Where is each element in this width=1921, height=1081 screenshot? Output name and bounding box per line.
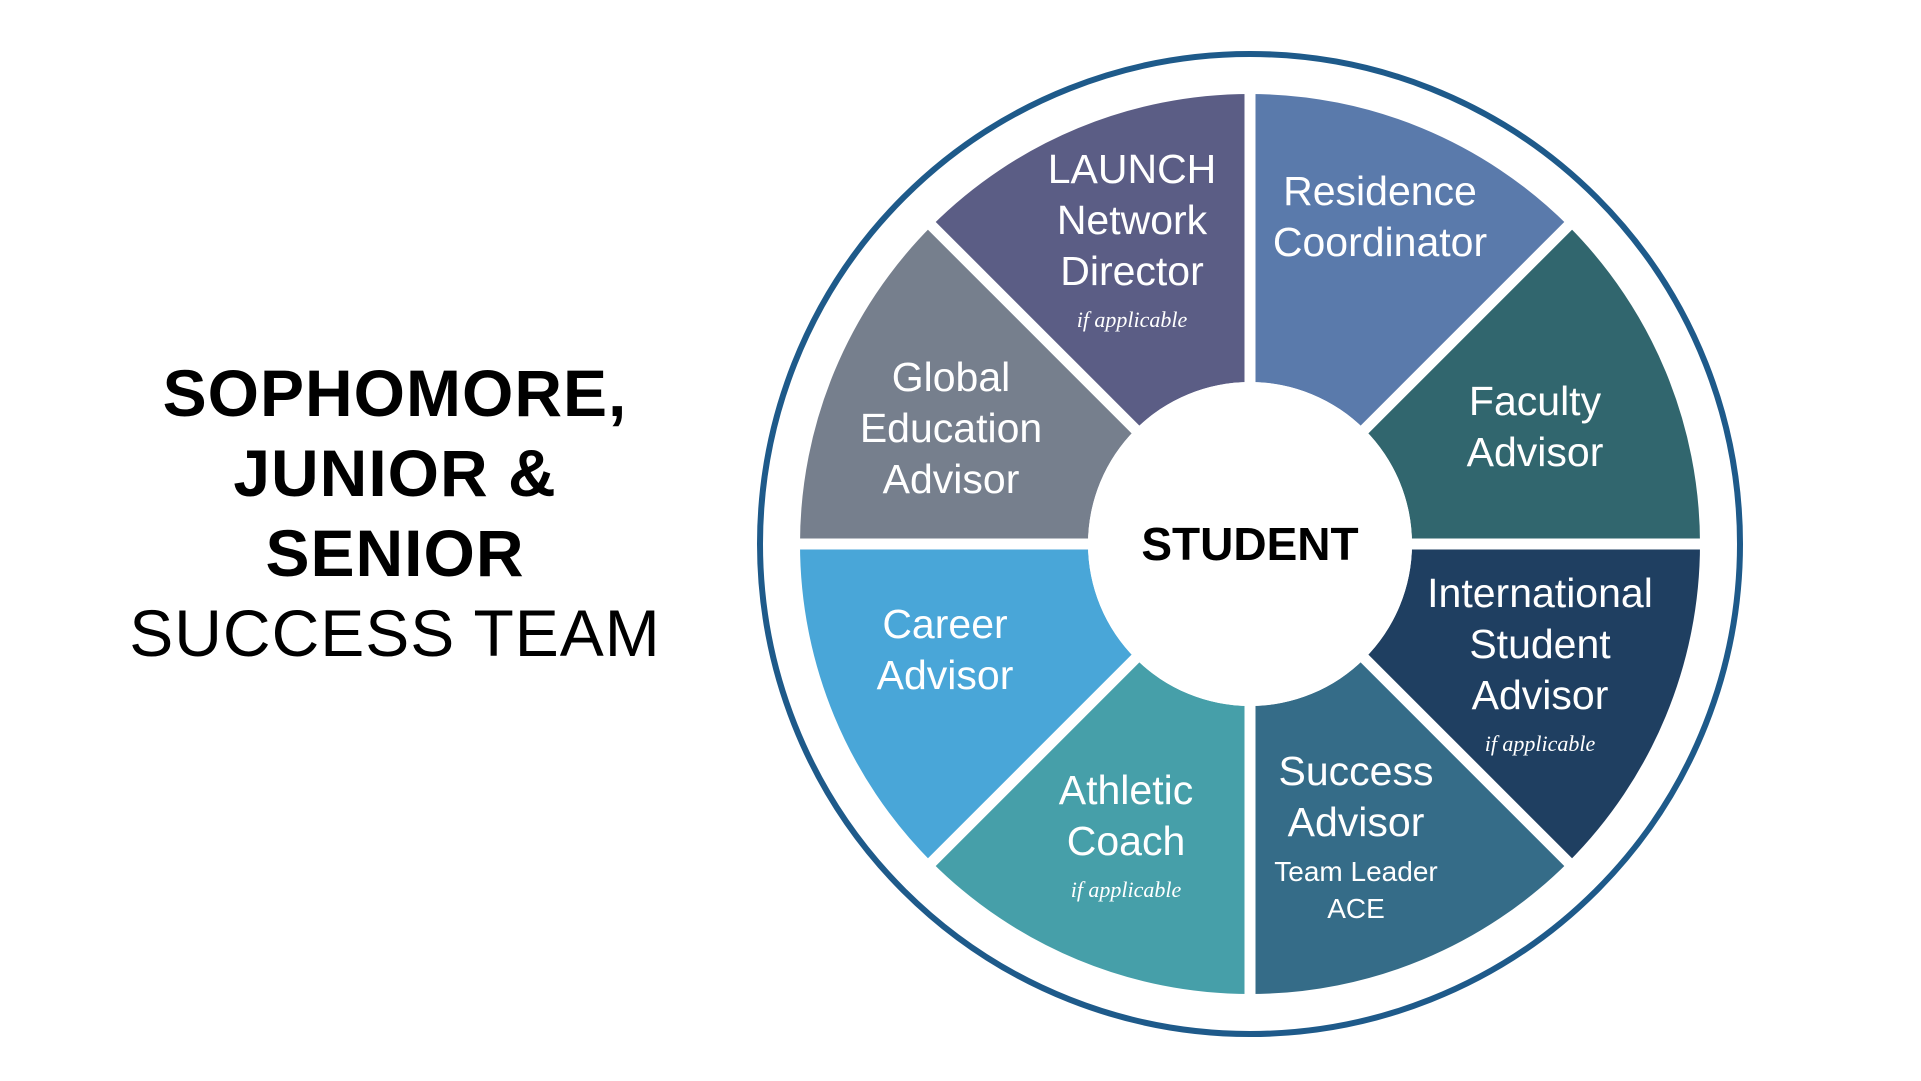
wheel-segments — [800, 94, 1700, 994]
segment-global-education-advisor — [800, 225, 1136, 544]
title-line-2: JUNIOR & — [233, 436, 557, 510]
segment-label-athletic-coach: Athletic — [1059, 767, 1193, 813]
segment-divider — [1359, 219, 1575, 435]
segment-divider — [925, 219, 1141, 435]
segment-label-launch-network-director: Director — [1060, 248, 1204, 294]
segment-label-career-advisor: Career — [882, 601, 1007, 647]
outer-ring — [757, 51, 1743, 1037]
segment-label-global-education-advisor: Education — [860, 405, 1042, 451]
segment-label-international-student-advisor: International — [1427, 570, 1653, 616]
segment-label-athletic-coach: Coach — [1067, 818, 1186, 864]
title-line-3: SENIOR — [265, 516, 525, 590]
segment-sublabel-success-advisor: ACE — [1327, 893, 1385, 924]
segment-note-international-student-advisor: if applicable — [1485, 731, 1596, 756]
segment-label-launch-network-director: LAUNCH — [1048, 146, 1217, 192]
segment-label-success-advisor: Success — [1279, 748, 1434, 794]
title-line-4: SUCCESS TEAM — [129, 596, 661, 670]
title-line-1: SOPHOMORE, — [162, 356, 628, 430]
segment-career-advisor — [800, 544, 1136, 863]
segment-note-athletic-coach: if applicable — [1071, 877, 1182, 902]
segment-launch-network-director — [931, 94, 1250, 430]
segment-residence-coordinator — [1250, 94, 1569, 430]
segment-dividers — [796, 90, 1704, 998]
segment-label-global-education-advisor: Global — [892, 354, 1011, 400]
segment-label-international-student-advisor: Student — [1469, 621, 1611, 667]
center-circle-shape — [1088, 382, 1412, 706]
segment-divider — [1359, 653, 1575, 869]
segment-label-success-advisor: Advisor — [1288, 799, 1425, 845]
segment-label-international-student-advisor: Advisor — [1472, 672, 1609, 718]
segment-success-advisor — [1250, 658, 1569, 994]
segment-international-student-advisor — [1364, 544, 1700, 863]
segment-label-faculty-advisor: Faculty — [1469, 378, 1602, 424]
center-circle: STUDENT — [1088, 382, 1412, 706]
segment-label-career-advisor: Advisor — [877, 652, 1014, 698]
segment-labels: ResidenceCoordinatorFacultyAdvisorIntern… — [860, 146, 1653, 924]
segment-label-launch-network-director: Network — [1057, 197, 1208, 243]
center-label: STUDENT — [1141, 518, 1358, 570]
segment-label-residence-coordinator: Coordinator — [1273, 219, 1487, 265]
segment-sublabel-success-advisor: Team Leader — [1274, 856, 1437, 887]
outer-ring-circle — [757, 51, 1743, 1037]
segment-label-residence-coordinator: Residence — [1283, 168, 1477, 214]
segment-divider — [925, 653, 1141, 869]
title-block: SOPHOMORE, JUNIOR & SENIOR SUCCESS TEAM — [90, 360, 700, 666]
segment-note-launch-network-director: if applicable — [1077, 307, 1188, 332]
segment-faculty-advisor — [1364, 225, 1700, 544]
segment-label-faculty-advisor: Advisor — [1467, 429, 1604, 475]
segment-label-global-education-advisor: Advisor — [883, 456, 1020, 502]
segment-athletic-coach — [931, 658, 1250, 994]
